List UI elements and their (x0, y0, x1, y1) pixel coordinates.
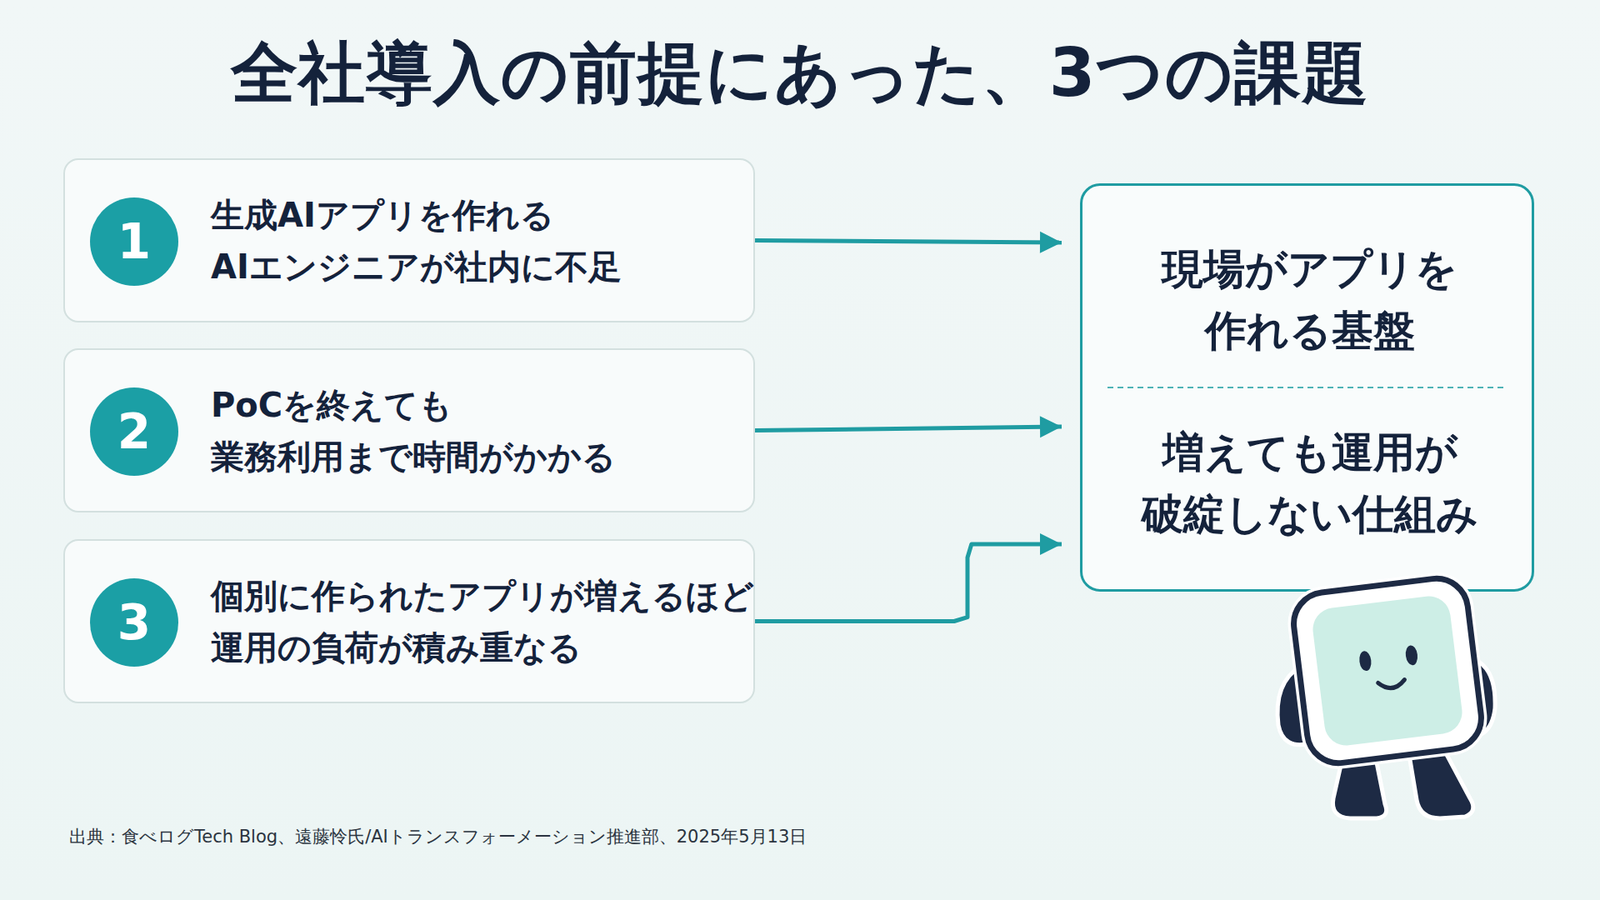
mascot-smile (1378, 680, 1406, 690)
flow-arrow (755, 240, 1062, 244)
mascot-face (1310, 594, 1465, 749)
flow-arrow (755, 426, 1062, 431)
issue-box: 個別に作られたアプリが増えるほど 運用の負荷が積み重なる3 (63, 539, 755, 704)
node-text: 生成AIアプリを作れる AIエンジニアが社内に不足 (210, 188, 786, 293)
source-caption: 出典：食べログTech Blog、遠藤怜氏/AIトランスフォーメーション推進部、… (69, 825, 807, 849)
issue-box: 生成AIアプリを作れる AIエンジニアが社内に不足1 (63, 158, 755, 323)
mascot-arm (1277, 666, 1320, 745)
mascot-eye (1405, 645, 1420, 667)
node-text: PoCを終えても 業務利用まで時間がかかる (210, 378, 786, 483)
mascot-head (1290, 575, 1485, 767)
mascot-illustration (1277, 575, 1495, 819)
callout-number: 1 (90, 197, 179, 286)
diagram-title: 全社導入の前提にあった、3つの課題 (0, 33, 1600, 114)
mascot-eye (1358, 650, 1373, 672)
mascot-leg (1332, 754, 1386, 819)
circle-fill (90, 387, 179, 476)
node-text: 増えても運用が 破綻しない仕組み (1099, 422, 1520, 545)
node-text: 個別に作られたアプリが増えるほど 運用の負荷が積み重なる (210, 569, 786, 674)
callout-number: 3 (90, 578, 179, 667)
number-circle: 2 (90, 387, 179, 476)
circle-fill (90, 578, 179, 667)
circle-fill (90, 197, 179, 286)
callout-number: 2 (90, 387, 179, 476)
edge-layer (755, 240, 1062, 622)
number-circle: 1 (90, 197, 179, 286)
issue-box: PoCを終えても 業務利用まで時間がかかる2 (63, 348, 755, 513)
node-text: 現場がアプリを 作れる基盤 (1099, 239, 1520, 362)
mascot-arm (1461, 658, 1495, 737)
goal-box: 現場がアプリを 作れる基盤増えても運用が 破綻しない仕組み (1080, 183, 1535, 592)
dashed-divider (1107, 386, 1505, 389)
mascot-outline (1290, 575, 1485, 767)
mascot-leg (1408, 748, 1474, 819)
number-circle: 3 (90, 578, 179, 667)
flow-arrow (755, 544, 1062, 622)
